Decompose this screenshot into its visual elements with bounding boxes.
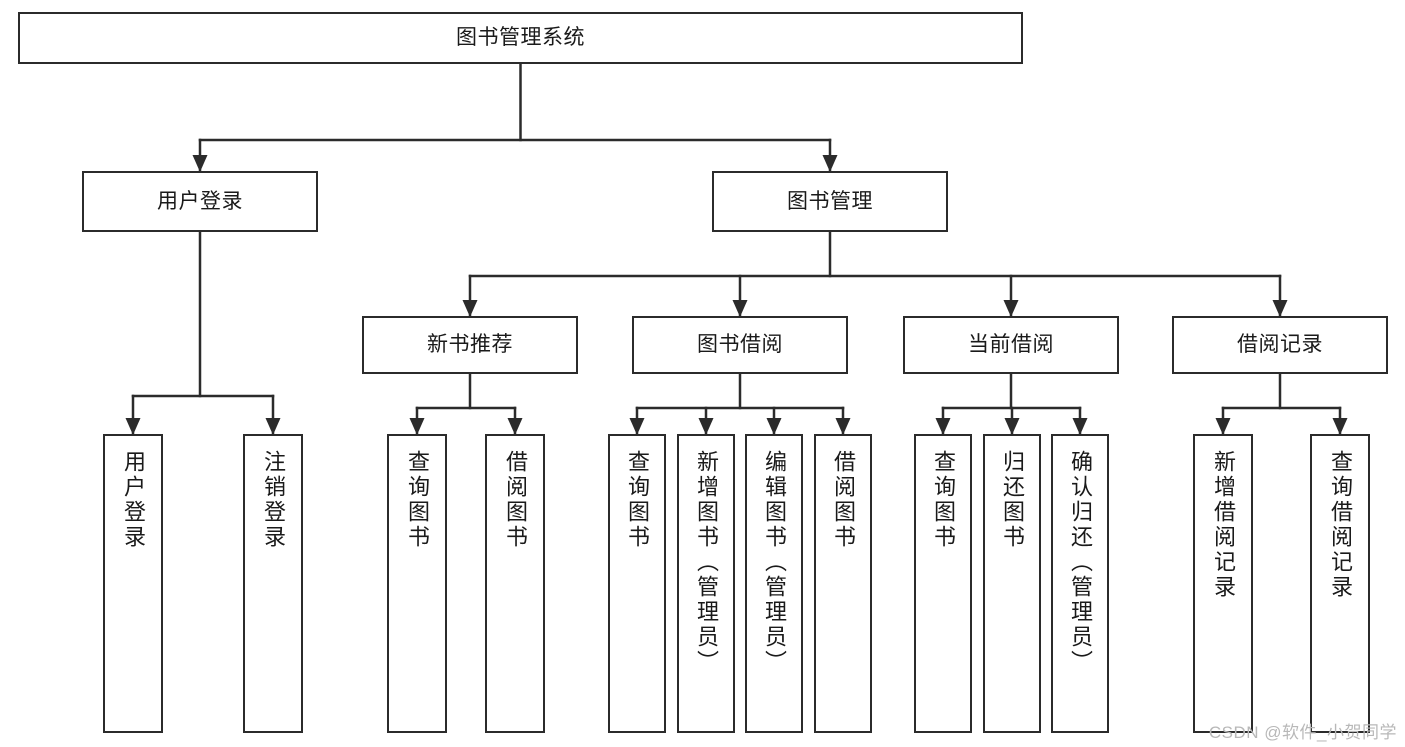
- arrowhead: [507, 418, 523, 435]
- node-label: 用户登录: [121, 450, 146, 550]
- node-label: 新增图书（管理员）: [694, 450, 719, 675]
- node-label: 查询图书: [625, 450, 650, 550]
- arrowhead: [822, 155, 838, 172]
- node-leaf-br-query[interactable]: 查询借阅记录: [1310, 434, 1370, 733]
- node-label: 借阅图书: [831, 450, 856, 550]
- node-label: 当前借阅: [968, 333, 1054, 357]
- arrowhead: [1004, 418, 1020, 435]
- node-current-borrow[interactable]: 当前借阅: [903, 316, 1119, 374]
- watermark: CSDN @软件_小贺同学: [1208, 723, 1397, 742]
- arrowhead: [1332, 418, 1348, 435]
- node-leaf-user-logout[interactable]: 注销登录: [243, 434, 303, 733]
- node-label: 用户登录: [157, 189, 243, 213]
- node-label: 查询借阅记录: [1328, 450, 1353, 600]
- node-label: 图书管理: [787, 189, 873, 213]
- node-label: 图书管理系统: [456, 26, 585, 50]
- node-leaf-bb-borrow[interactable]: 借阅图书: [814, 434, 872, 733]
- arrowhead: [462, 300, 478, 317]
- node-borrow-record[interactable]: 借阅记录: [1172, 316, 1388, 374]
- arrowhead: [192, 155, 208, 172]
- node-user-login[interactable]: 用户登录: [82, 171, 318, 232]
- arrowhead: [1003, 300, 1019, 317]
- node-leaf-bb-edit[interactable]: 编辑图书（管理员）: [745, 434, 803, 733]
- arrowhead: [265, 418, 281, 435]
- node-leaf-rec-borrow[interactable]: 借阅图书: [485, 434, 545, 733]
- node-leaf-cb-query[interactable]: 查询图书: [914, 434, 972, 733]
- node-label: 编辑图书（管理员）: [762, 450, 787, 675]
- node-leaf-bb-add[interactable]: 新增图书（管理员）: [677, 434, 735, 733]
- arrowhead: [698, 418, 714, 435]
- node-leaf-bb-query[interactable]: 查询图书: [608, 434, 666, 733]
- node-label: 归还图书: [1000, 450, 1025, 550]
- arrowhead: [1215, 418, 1231, 435]
- node-book-borrow[interactable]: 图书借阅: [632, 316, 848, 374]
- node-label: 借阅记录: [1237, 333, 1323, 357]
- node-leaf-cb-return[interactable]: 归还图书: [983, 434, 1041, 733]
- node-label: 借阅图书: [503, 450, 528, 550]
- node-label: 新增借阅记录: [1211, 450, 1236, 600]
- arrowhead: [766, 418, 782, 435]
- arrowhead: [732, 300, 748, 317]
- arrowhead: [125, 418, 141, 435]
- node-label: 新书推荐: [427, 333, 513, 357]
- arrowhead: [1072, 418, 1088, 435]
- node-label: 查询图书: [405, 450, 430, 550]
- node-label: 确认归还（管理员）: [1068, 450, 1093, 675]
- node-leaf-rec-query[interactable]: 查询图书: [387, 434, 447, 733]
- node-leaf-user-login[interactable]: 用户登录: [103, 434, 163, 733]
- arrowhead: [835, 418, 851, 435]
- node-label: 注销登录: [261, 450, 286, 550]
- arrowhead: [935, 418, 951, 435]
- arrowhead: [629, 418, 645, 435]
- arrowhead: [1272, 300, 1288, 317]
- node-book-manage[interactable]: 图书管理: [712, 171, 948, 232]
- arrowhead: [409, 418, 425, 435]
- node-label: 图书借阅: [697, 333, 783, 357]
- node-root[interactable]: 图书管理系统: [18, 12, 1023, 64]
- node-label: 查询图书: [931, 450, 956, 550]
- node-leaf-br-add[interactable]: 新增借阅记录: [1193, 434, 1253, 733]
- node-new-book-rec[interactable]: 新书推荐: [362, 316, 578, 374]
- node-leaf-cb-confirm[interactable]: 确认归还（管理员）: [1051, 434, 1109, 733]
